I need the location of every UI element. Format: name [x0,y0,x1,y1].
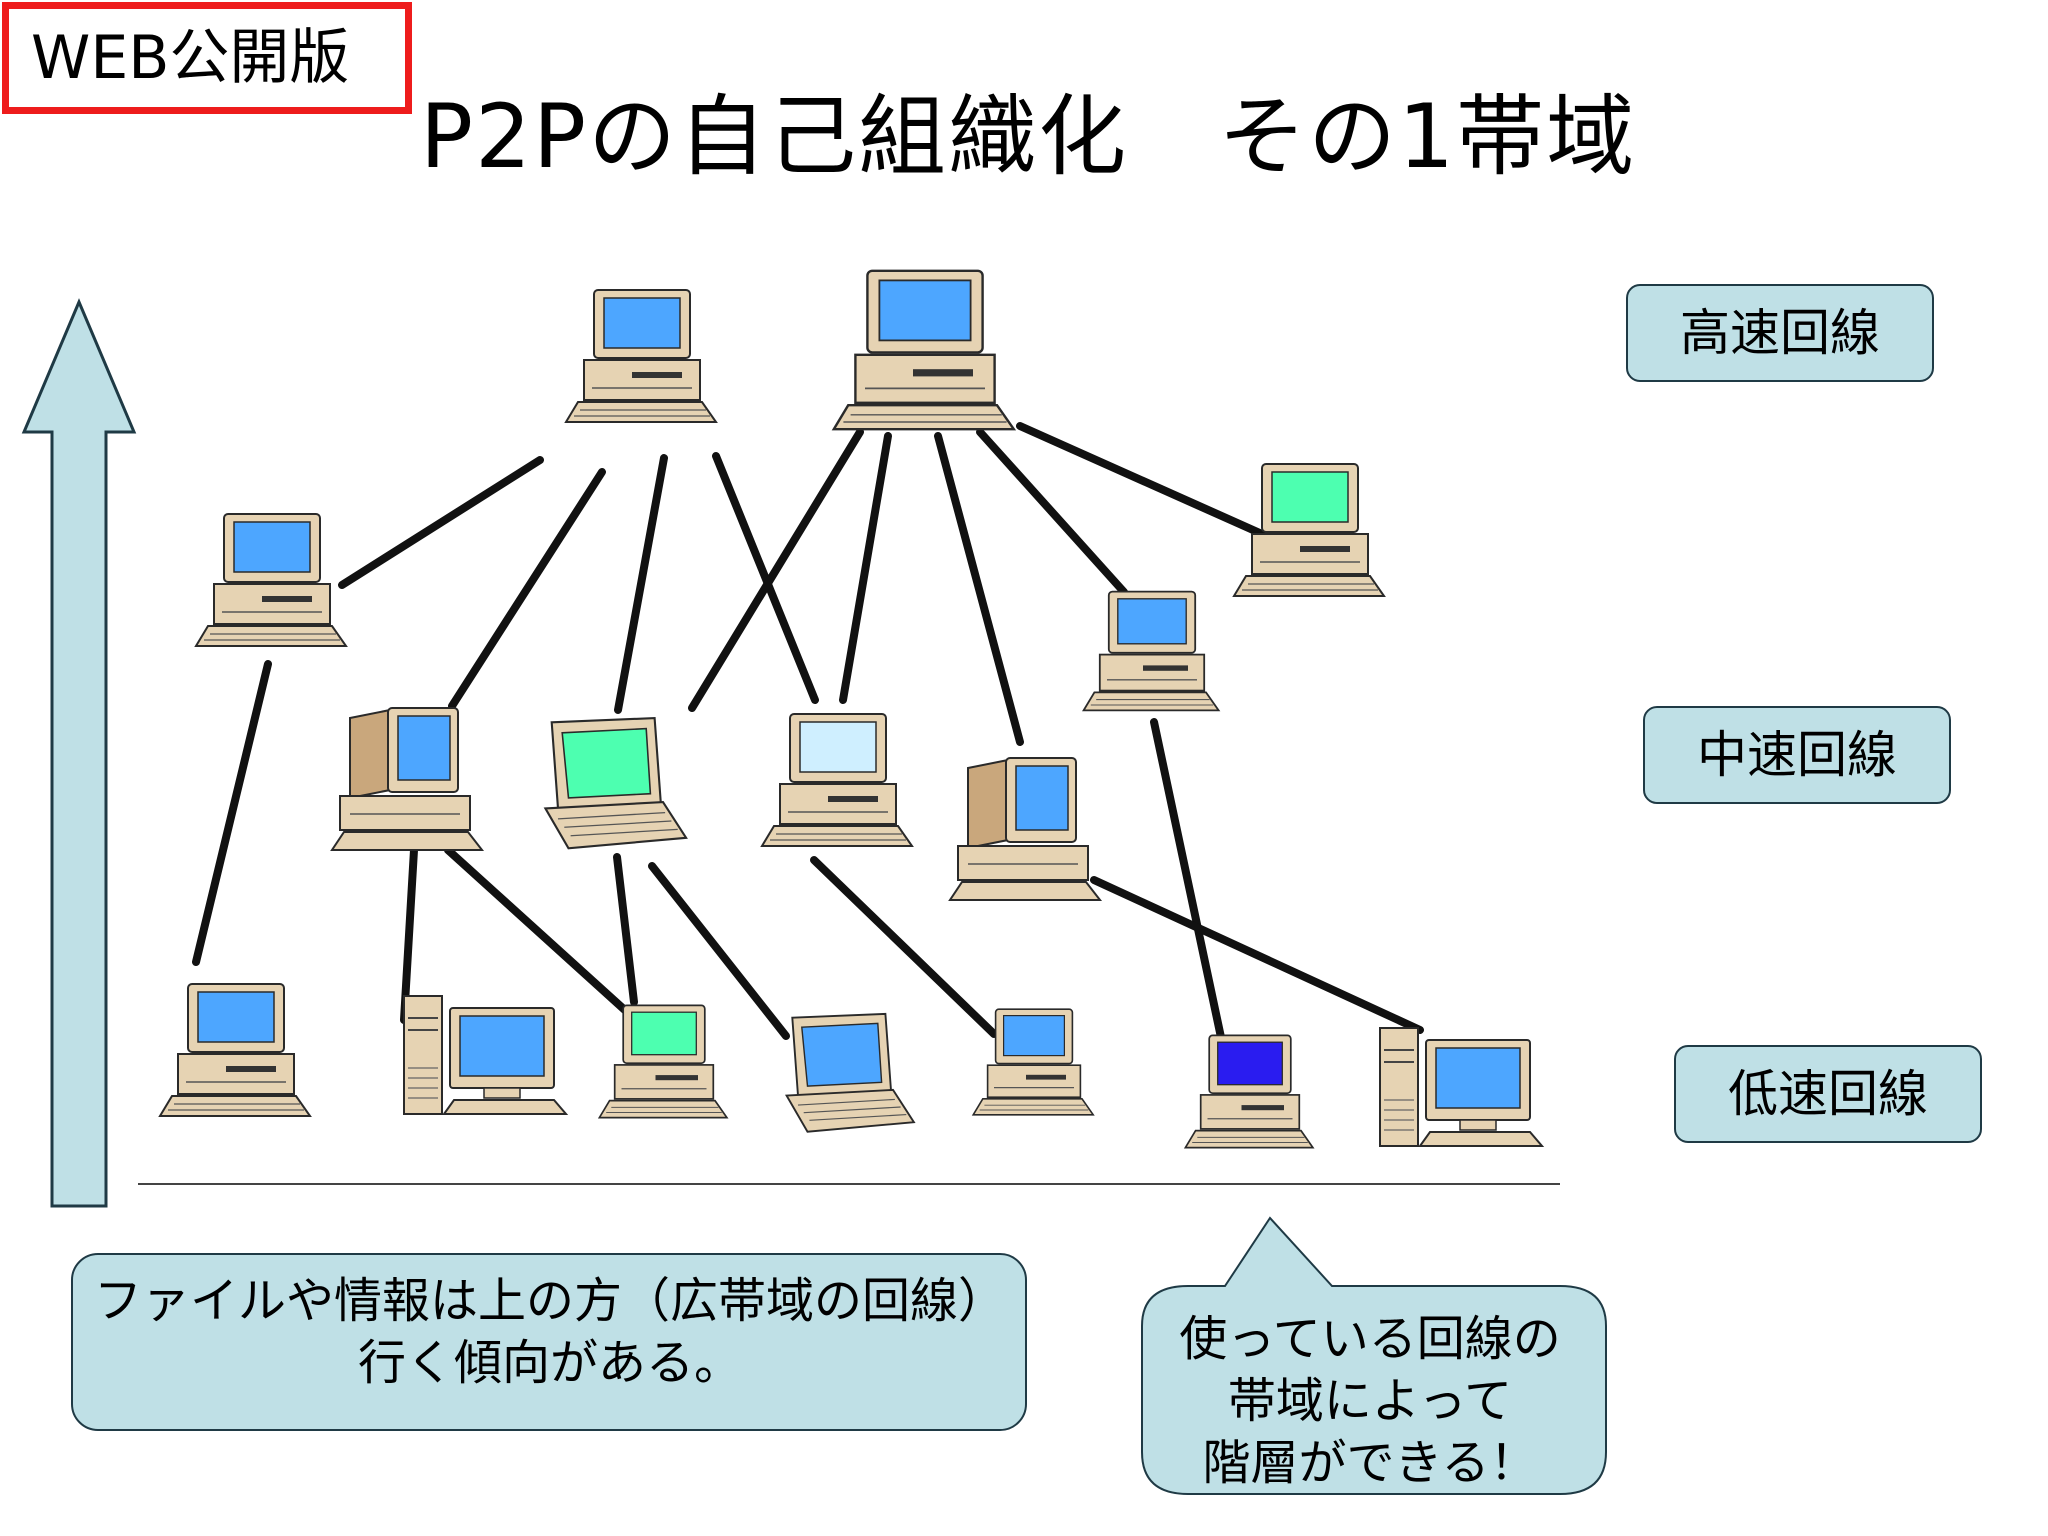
tier-label-high: 高速回線 [1626,284,1934,382]
desktop-computer-icon [832,269,1015,431]
crt-computer-icon [949,757,1101,901]
link [614,454,668,714]
desktop-computer-icon [1082,590,1220,712]
desktop-computer-icon [195,513,347,647]
bandwidth-axis-arrow-icon [21,298,137,1208]
link [448,468,606,710]
tower-computer-icon [403,995,567,1115]
desktop-computer-icon [598,1004,728,1119]
link [688,428,864,712]
callout-bubble [1141,1216,1607,1495]
desktop-computer-icon [972,1008,1094,1116]
link [648,862,790,1040]
desktop-computer-icon [1184,1034,1314,1149]
connections [192,422,1424,1046]
laptop-computer-icon [544,717,688,850]
link [976,428,1128,596]
desktop-computer-icon [159,983,311,1117]
desktop-computer-icon [761,713,913,847]
link [839,432,892,704]
link [1090,876,1424,1034]
callout-text: 使っている回線の 帯域によって 階層ができる！ [1150,1308,1590,1498]
link [400,846,418,1024]
web-public-badge: WEB公開版 [2,2,412,114]
link [1150,718,1226,1046]
tier-label-low: 低速回線 [1674,1045,1982,1143]
link [810,856,998,1038]
link [712,452,819,704]
note-box [71,1253,1027,1431]
tier-label-mid: 中速回線 [1643,706,1951,804]
link [934,432,1024,746]
link [338,456,544,589]
slide-title: P2Pの自己組織化 その1帯域 [420,85,1637,188]
link [1016,422,1266,538]
link [444,846,631,1016]
note-text: ファイルや情報は上の方（広帯域の回線） 行く傾向がある。 [80,1270,1020,1420]
callout-line-2: 帯域によって [1227,1373,1513,1429]
laptop-computer-icon [785,1012,915,1133]
link [192,660,272,966]
crt-computer-icon [331,707,483,851]
callout-line-1: 使っている回線の [1179,1311,1561,1367]
note-line-1: ファイルや情報は上の方（広帯域の回線） [93,1273,1006,1329]
link [613,853,638,1006]
desktop-computer-icon [565,289,717,423]
note-line-2: 行く傾向がある。 [357,1335,742,1391]
callout-line-3: 階層ができる！ [1202,1435,1538,1491]
tower-computer-icon [1379,1027,1543,1147]
